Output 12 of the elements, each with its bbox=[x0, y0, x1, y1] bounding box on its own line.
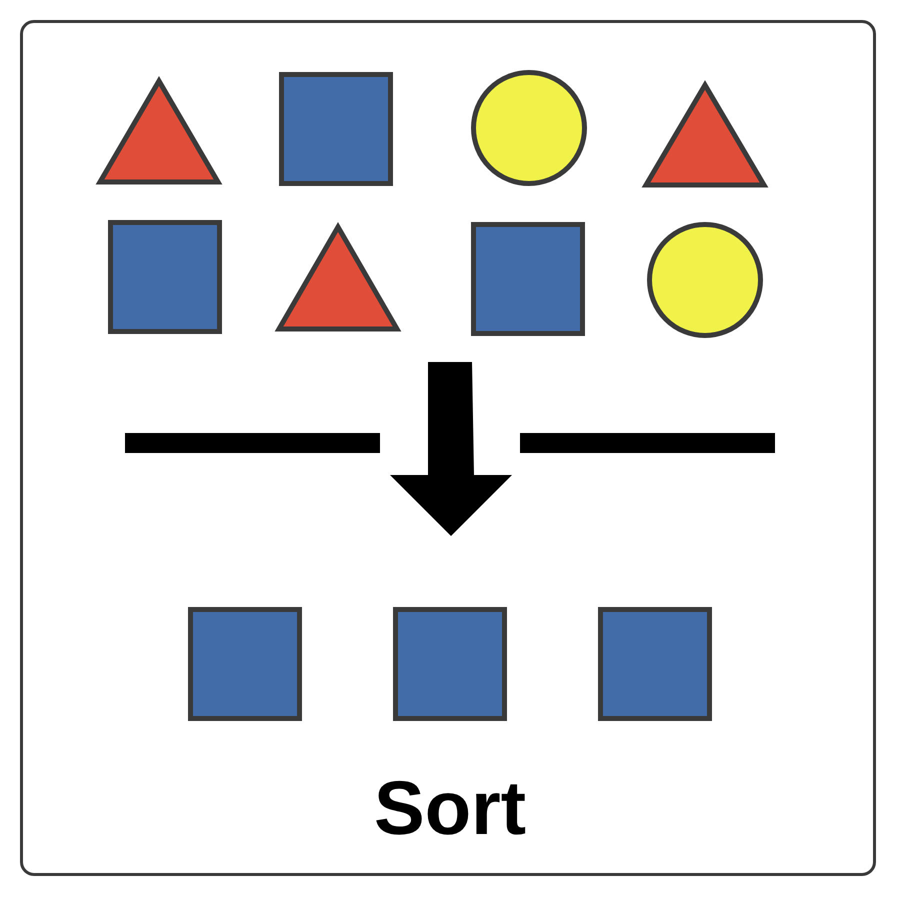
square-shape bbox=[471, 222, 585, 336]
square-shape bbox=[279, 72, 393, 186]
caption: Sort bbox=[373, 765, 527, 852]
circle-shape bbox=[471, 70, 587, 186]
triangle-shape bbox=[643, 82, 767, 188]
triangle-shape bbox=[97, 78, 221, 185]
circle-shape bbox=[647, 222, 763, 338]
square-shape bbox=[188, 607, 302, 721]
square-shape bbox=[598, 607, 712, 721]
square-shape bbox=[108, 220, 222, 334]
square-shape bbox=[393, 607, 507, 721]
triangle-shape bbox=[276, 224, 400, 332]
